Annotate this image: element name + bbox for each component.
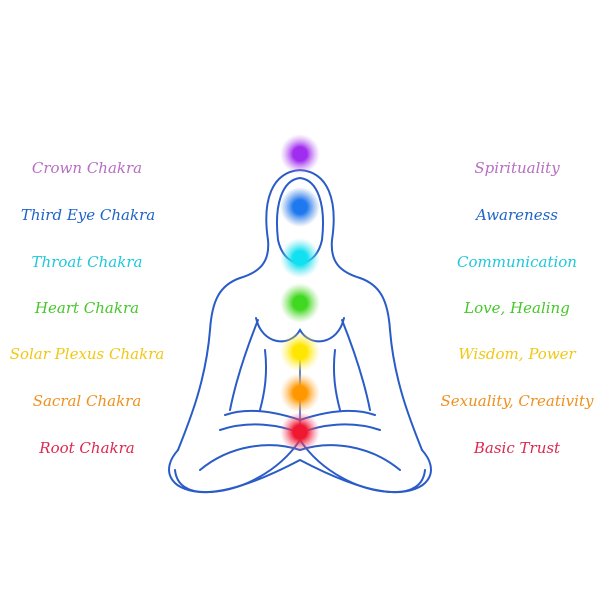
crown-chakra-point [280, 134, 320, 174]
solar-plexus-meaning-label: Wisdom, Power [458, 345, 576, 363]
solar-plexus-chakra-label: Solar Plexus Chakra [9, 345, 165, 363]
throat-meaning-label: Communication [457, 253, 577, 271]
chakra-points [280, 134, 320, 452]
root-chakra-label: Root Chakra [39, 439, 135, 457]
sacral-chakra-point [280, 373, 320, 413]
sacral-chakra-label: Sacral Chakra [32, 392, 142, 410]
heart-chakra-point [280, 283, 320, 323]
crown-chakra-label: Crown Chakra [31, 159, 143, 177]
crown-meaning-label: Spirituality [474, 159, 560, 177]
throat-chakra-point [280, 238, 320, 278]
third-eye-chakra-label: Third Eye Chakra [20, 206, 156, 224]
sacral-meaning-label: Sexuality, Creativity [440, 392, 594, 410]
root-chakra-point [280, 412, 320, 452]
heart-meaning-label: Love, Healing [464, 299, 570, 317]
throat-chakra-label: Throat Chakra [31, 253, 143, 271]
third-eye-meaning-label: Awareness [476, 206, 558, 224]
heart-chakra-label: Heart Chakra [34, 299, 140, 317]
third-eye-chakra-point [280, 187, 320, 227]
solar-plexus-chakra-point [280, 332, 320, 372]
root-meaning-label: Basic Trust [473, 439, 561, 457]
